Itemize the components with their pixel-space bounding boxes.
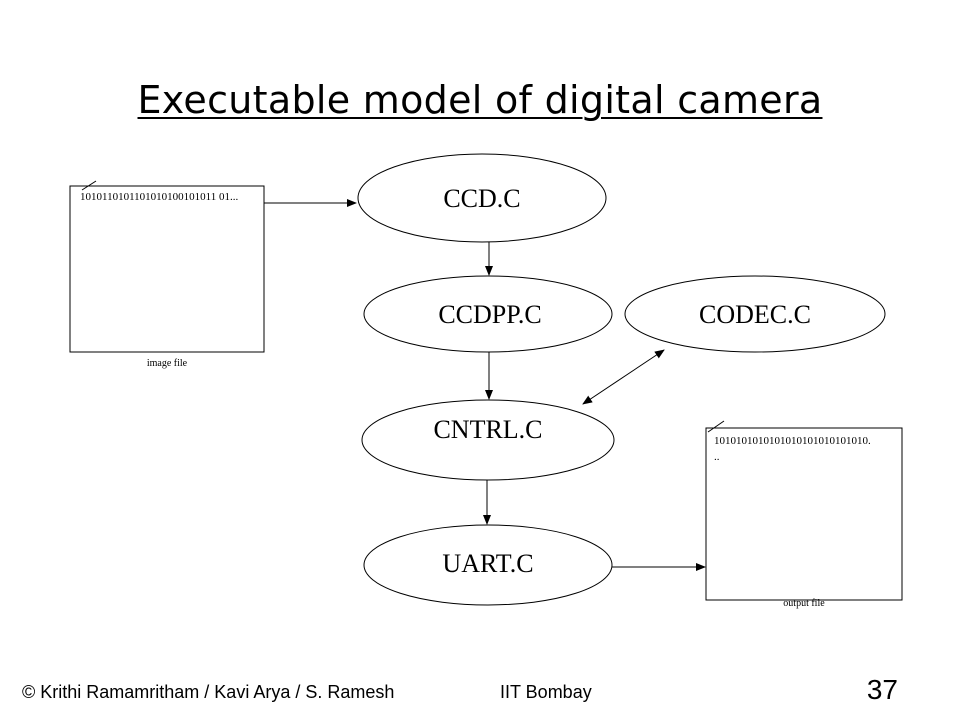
- node-cntrl: CNTRL.C: [361, 399, 615, 481]
- image-file: 1010110101101010100101011 01... image fi…: [69, 180, 265, 369]
- footer-authors: © Krithi Ramamritham / Kavi Arya / S. Ra…: [22, 682, 395, 702]
- image-file-box: [69, 185, 265, 353]
- node-ccd: CCD.C: [357, 153, 607, 243]
- image-file-corner-mark: [81, 180, 97, 191]
- image-file-bits: 1010110101101010100101011 01...: [80, 191, 239, 203]
- arrow-cntrl-codec: [582, 349, 665, 405]
- node-ccdpp: CCDPP.C: [363, 275, 613, 353]
- node-uart-label: UART.C: [442, 549, 533, 578]
- output-file-bits-line2: ..: [714, 451, 720, 463]
- node-codec-label: CODEC.C: [699, 300, 811, 329]
- output-file-caption: output file: [783, 598, 825, 609]
- page-number: 37: [866, 674, 898, 705]
- image-file-caption: image file: [147, 358, 188, 369]
- node-ccd-label: CCD.C: [443, 184, 520, 213]
- slide-title: Executable model of digital camera: [137, 78, 823, 122]
- output-file-corner-mark: [707, 420, 725, 433]
- node-codec: CODEC.C: [624, 275, 886, 353]
- output-file-box: [705, 427, 903, 601]
- output-file-bits-line1: 1010101010101010101010101010.: [714, 435, 871, 447]
- node-uart: UART.C: [363, 524, 613, 606]
- node-cntrl-label: CNTRL.C: [433, 415, 542, 444]
- footer-institution: IIT Bombay: [500, 682, 592, 702]
- node-ccdpp-label: CCDPP.C: [438, 300, 541, 329]
- output-file: 1010101010101010101010101010. .. output …: [705, 420, 903, 609]
